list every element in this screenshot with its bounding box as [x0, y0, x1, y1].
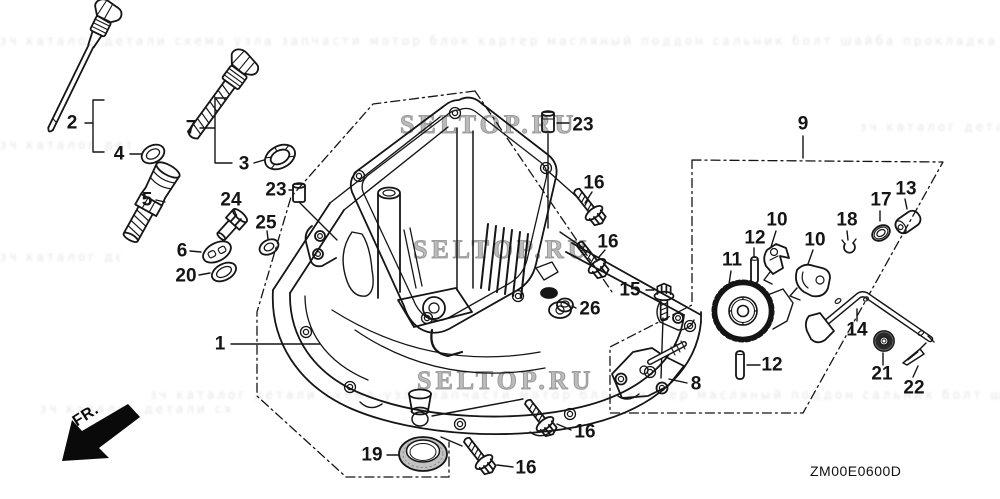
background-noise-row-6: зч каталог детали схема узла запчасти мо…: [40, 402, 230, 416]
group-9-boundary: [609, 159, 944, 414]
nut-26-drawing: [556, 297, 574, 313]
background-noise-row-1: зч каталог детали схема узла запчасти мо…: [0, 34, 1000, 48]
part-callout-9: 9: [797, 113, 809, 135]
governor-arm-14-drawing: [804, 291, 935, 344]
clip-pin-22-drawing: [902, 342, 927, 366]
cap-seal-drawing: [264, 143, 296, 171]
part-callout-6: 6: [176, 240, 188, 262]
dipstick-drawing: [47, 0, 123, 133]
part-callout-12: 12: [744, 227, 766, 249]
plug-bolt-drawing: [216, 208, 249, 241]
gasket-drawing: [349, 96, 558, 334]
part-callout-17: 17: [870, 189, 892, 211]
plug-washer-drawing: [258, 238, 280, 256]
part-callout-16: 16: [597, 231, 619, 253]
collar-13-drawing: [894, 209, 922, 235]
part-callout-13: 13: [895, 178, 917, 200]
part-callout-8: 8: [690, 373, 702, 395]
washer-17-drawing: [871, 224, 891, 242]
part-callout-16: 16: [574, 421, 596, 443]
part-callout-11: 11: [721, 249, 743, 271]
part-callout-7: 7: [185, 117, 197, 139]
part-callout-23: 23: [572, 114, 594, 136]
dowel-pin-right-drawing: [541, 110, 555, 133]
clip-18-drawing: [841, 238, 857, 254]
pin-12-lower-drawing: [735, 350, 745, 380]
filler-cap-drawing: [187, 48, 260, 140]
governor-holder-10b-drawing: [789, 263, 831, 301]
governor-weight-10a-drawing: [763, 243, 790, 285]
part-callout-26: 26: [579, 298, 601, 320]
background-noise-row-4: зч каталог детали схема узла запчасти мо…: [0, 250, 120, 264]
part-callout-3: 3: [238, 153, 250, 175]
background-noise-row-2: зч каталог детали схема узла запчасти мо…: [0, 138, 130, 152]
part-callout-18: 18: [836, 209, 858, 231]
governor-gear-11-drawing: [711, 279, 794, 343]
part-callout-5: 5: [141, 189, 153, 211]
part-callout-23: 23: [265, 179, 287, 201]
part-callout-15: 15: [619, 279, 641, 301]
background-noise-row-5: зч каталог детали схема узла запчасти мо…: [150, 388, 1000, 402]
part-callout-19: 19: [361, 444, 383, 466]
part-callout-20: 20: [175, 265, 197, 287]
background-noise-row-3: зч каталог детали схема узла запчасти мо…: [860, 120, 1000, 134]
grommet-21-drawing: [873, 330, 895, 352]
part-callout-4: 4: [113, 143, 125, 165]
part-callout-14: 14: [846, 319, 868, 341]
dowel-pin-left-drawing: [292, 182, 306, 203]
watermark-3: SELTOP.RU: [416, 366, 595, 395]
part-callout-2: 2: [66, 112, 78, 134]
flange-bolt-16b-drawing: [576, 240, 610, 280]
oil-seal-drawing: [398, 436, 448, 472]
group-1-boundary: [256, 90, 613, 478]
neck-washer-drawing: [211, 261, 237, 283]
flange-bolt-16c-drawing: [463, 436, 497, 476]
front-direction-arrow: [62, 404, 140, 461]
pin-12-upper-drawing: [750, 256, 759, 284]
governor-bracket-8-drawing: [611, 340, 687, 399]
flange-bolt-16d-drawing: [524, 398, 558, 438]
part-callout-16: 16: [583, 172, 605, 194]
part-callout-1: 1: [214, 333, 226, 355]
part-callout-16: 16: [515, 457, 537, 479]
filler-neck-drawing: [122, 161, 181, 243]
clamp-plate-drawing: [202, 240, 232, 264]
dipstick-washer-drawing: [140, 143, 166, 165]
part-callout-10: 10: [766, 209, 788, 231]
part-callout-24: 24: [220, 189, 242, 211]
diagram-code: ZM00E0600D: [810, 463, 902, 479]
leader-lines: [84, 97, 919, 468]
flange-bolt-16a-drawing: [573, 187, 607, 227]
part-callout-10: 10: [804, 229, 826, 251]
oil-pan-drawing: [271, 116, 702, 437]
part-callout-22: 22: [903, 377, 925, 399]
part-callout-25: 25: [255, 212, 277, 234]
part-callout-12: 12: [761, 354, 783, 376]
part-callout-21: 21: [871, 363, 893, 385]
